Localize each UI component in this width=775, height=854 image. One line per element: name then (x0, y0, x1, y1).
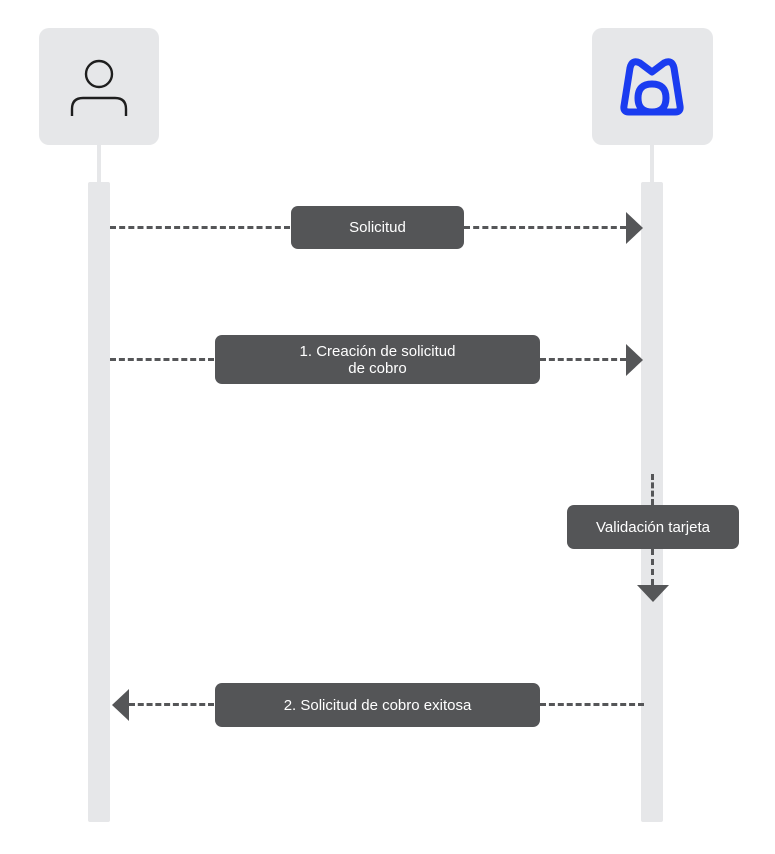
message-1-line-left (110, 226, 290, 229)
message-2-arrowhead (626, 344, 643, 376)
user-icon (70, 59, 128, 116)
message-2-line-right (540, 358, 626, 361)
message-1-label: Solicitud (291, 206, 464, 249)
user-actor-box (39, 28, 159, 145)
user-lifeline-connector (97, 145, 101, 182)
message-3-line-top (651, 474, 654, 505)
message-3-arrowhead (637, 585, 669, 602)
message-4-arrowhead (112, 689, 129, 721)
message-1-line-right (464, 226, 626, 229)
message-2-line-left (110, 358, 214, 361)
message-2-label: 1. Creación de solicitud de cobro (215, 335, 540, 384)
brand-logo-icon (620, 58, 684, 116)
service-actor-box (592, 28, 713, 145)
message-3-line-bottom (651, 549, 654, 585)
message-1-arrowhead (626, 212, 643, 244)
message-4-line-right (540, 703, 644, 706)
user-lifeline (88, 182, 110, 822)
message-4-label: 2. Solicitud de cobro exitosa (215, 683, 540, 727)
message-4-line-left (129, 703, 214, 706)
message-3-label: Validación tarjeta (567, 505, 739, 549)
service-lifeline-connector (650, 145, 654, 182)
